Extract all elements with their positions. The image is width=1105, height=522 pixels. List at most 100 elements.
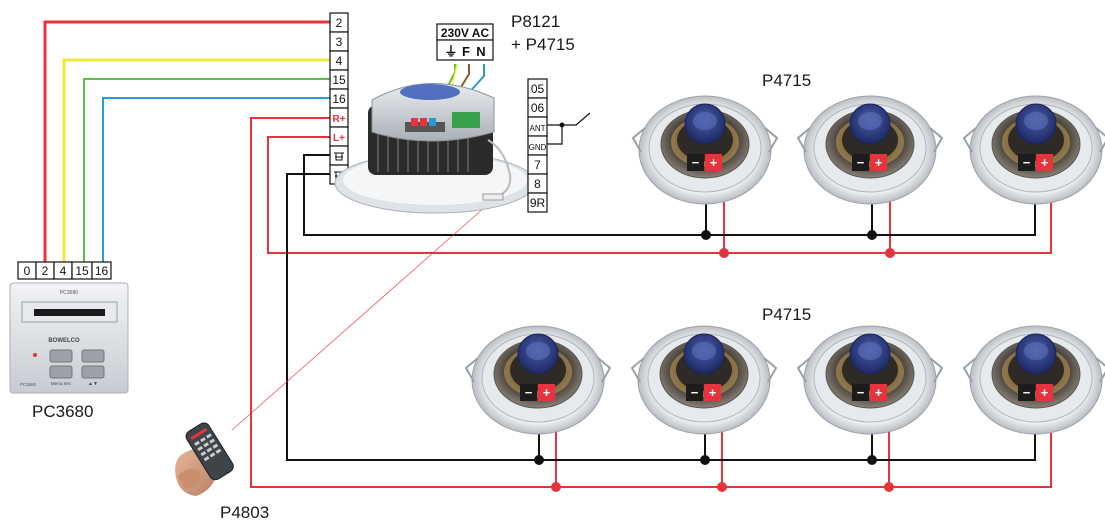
speaker-minus-terminal: [852, 384, 869, 401]
speaker-minus-terminal: [686, 384, 703, 401]
speaker-minus-label: −: [691, 385, 699, 400]
speaker-plus-label: +: [710, 155, 718, 170]
panel-brand: BOWELCO: [48, 338, 80, 344]
panel-top-text: PC3680: [60, 290, 78, 296]
speaker-plus-label: +: [1041, 385, 1049, 400]
amp-terminal-16: 16: [329, 88, 349, 109]
speaker-plus-label: +: [875, 155, 883, 170]
panel-terminal-2: 2: [35, 261, 55, 280]
antenna-terminal-7: 7: [527, 154, 548, 175]
panel-button-2[interactable]: [81, 349, 105, 363]
ceiling-speaker: −+: [796, 325, 944, 435]
antenna-wire: [547, 124, 563, 145]
antenna-terminal-ant: ANT: [527, 116, 548, 137]
amp-terminal-15: 15: [329, 69, 349, 90]
amp-terminal-l-plus: L+: [329, 126, 349, 147]
power-terminal: 230V AC ⏚ F N: [436, 23, 494, 61]
wire-left-plus: [250, 117, 1052, 488]
amp-model-label-2: + P4715: [511, 35, 575, 54]
power-voltage: 230V AC: [441, 26, 490, 40]
junction-dots: [534, 230, 895, 492]
speaker-symbol-icon: [334, 152, 344, 161]
wire-left-common: [286, 173, 1036, 461]
amp-terminal-label: L+: [333, 133, 345, 144]
antenna-terminal-label: ANT: [530, 124, 546, 133]
speaker-plus-terminal: [870, 384, 887, 401]
earth-symbol: ⏚: [444, 44, 457, 59]
speaker-plus-terminal: [704, 384, 721, 401]
panel-terminal-16: 16: [91, 261, 112, 280]
ceiling-speaker: −+: [962, 325, 1105, 435]
ceiling-speaker: −+: [796, 95, 944, 205]
amp-terminal-strip: 2 3 4 15 16R+ L+: [329, 12, 349, 185]
antenna-terminal-label: 06: [531, 101, 545, 115]
amp-model-label: P8121: [511, 12, 560, 31]
panel-terminal-label: 15: [75, 264, 89, 278]
speaker-minus-label: −: [857, 155, 865, 170]
amp-terminal-label: 2: [336, 16, 343, 30]
amp-terminal-label: 15: [332, 73, 346, 87]
speaker-plus-terminal: [538, 384, 555, 401]
panel-terminal-15: 15: [71, 261, 93, 280]
speaker-group-2-label: P4715: [762, 305, 811, 324]
antenna-terminal-label: 7: [534, 158, 541, 172]
remote-control: [175, 422, 234, 496]
amp-terminal-3: 3: [329, 31, 349, 52]
wire-right-plus: [267, 136, 1052, 254]
amp-terminal-label: 16: [332, 92, 346, 106]
panel-terminal-label: 0: [24, 264, 31, 278]
amplifier-unit: [334, 83, 536, 214]
panel-updown-button[interactable]: [81, 365, 105, 379]
speaker-minus-label: −: [857, 385, 865, 400]
panel-terminal-4: 4: [53, 261, 73, 280]
antenna-terminal-8: 8: [527, 173, 548, 194]
amp-terminal-label: R+: [332, 114, 345, 125]
speaker-minus-label: −: [1023, 155, 1031, 170]
panel-menu-label: Menu Sec: [51, 381, 72, 386]
speaker-minus-label: −: [1023, 385, 1031, 400]
ceiling-speaker: −+: [464, 325, 612, 435]
remote-label: P4803: [220, 503, 269, 522]
neutral-label: N: [476, 44, 485, 59]
speaker-minus-terminal: [852, 154, 869, 171]
antenna-terminal-label: 05: [531, 82, 545, 96]
panel-updown-label: ▲▼: [88, 381, 98, 387]
speaker-plus-terminal: [705, 154, 722, 171]
antenna-terminal-label: 9R: [530, 196, 546, 210]
speaker-plus-label: +: [709, 385, 717, 400]
amp-terminal-label: 3: [336, 35, 343, 49]
panel-menu-button[interactable]: [49, 365, 73, 379]
speaker-minus-label: −: [692, 155, 700, 170]
panel-corner-text: PC3680: [20, 382, 37, 387]
wire-2-red: [43, 20, 330, 262]
ir-beam: [231, 199, 494, 431]
amp-terminal-r-plus: R+: [329, 107, 349, 128]
speaker-plus-terminal: [1036, 384, 1053, 401]
speaker-minus-terminal: [1018, 384, 1035, 401]
antenna-terminal-gnd: GND: [527, 135, 548, 156]
antenna-terminal-06: 06: [527, 97, 548, 118]
speaker-minus-label: −: [525, 385, 533, 400]
antenna-terminal-05: 05: [527, 78, 548, 99]
panel-terminal-label: 16: [95, 264, 109, 278]
wire-15-green: [83, 78, 330, 262]
panel-terminal-label: 2: [42, 264, 49, 278]
wire-right-common: [303, 154, 1036, 236]
wire-4-yellow: [62, 58, 330, 262]
amp-terminal-2: 2: [329, 12, 349, 33]
speaker-plus-label: +: [543, 385, 551, 400]
speaker-group-1-label: P4715: [762, 71, 811, 90]
panel-terminal-label: 4: [60, 264, 67, 278]
panel-button-1[interactable]: [49, 349, 73, 363]
control-panel-label: PC3680: [32, 402, 93, 421]
speakers: −+−+−+−+−+−+−+: [464, 95, 1105, 435]
speaker-minus-terminal: [687, 154, 704, 171]
amp-terminal-label: 4: [336, 54, 343, 68]
speaker-plus-label: +: [875, 385, 883, 400]
ceiling-speaker: −+: [631, 95, 779, 205]
speaker-minus-terminal: [520, 384, 537, 401]
